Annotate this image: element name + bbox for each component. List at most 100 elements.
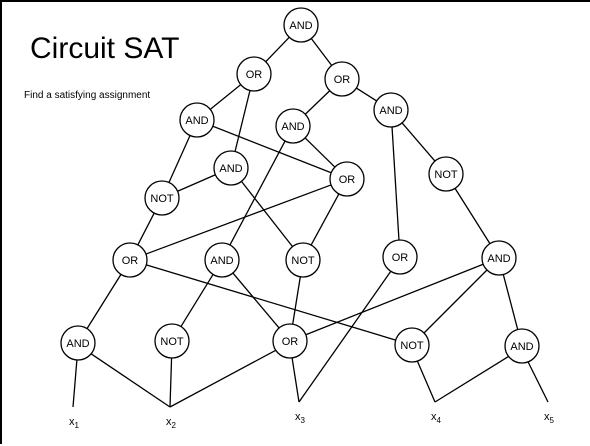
gate-circle (213, 150, 249, 186)
gate-label: AND (219, 163, 242, 175)
gate-and-g_and_3e: AND (481, 240, 517, 276)
wire-g_and_4e-x5 (527, 361, 549, 403)
gate-label: OR (282, 336, 299, 348)
wire-g_and_3b-g_or_4c (232, 272, 280, 329)
gate-label: AND (289, 20, 312, 32)
wire-g_and_4e-x4 (434, 355, 509, 403)
wire-g_and_3e-g_or_4c (305, 263, 484, 336)
wire-g_or_m-g_or_3a (145, 184, 332, 255)
wire-g_not_4d-x4 (416, 360, 436, 403)
gate-not-g_not_r: NOT (428, 156, 464, 192)
gate-circle (60, 325, 96, 361)
gate-label: OR (246, 69, 263, 81)
gate-label: AND (66, 338, 89, 350)
gate-circle (204, 242, 240, 278)
gate-not-g_not_3c: NOT (285, 242, 321, 278)
slide-subtitle: Find a satisfying assignment (24, 90, 151, 101)
wire-g_or_4c-x3 (291, 357, 300, 403)
wire-g_and_c-g_or_m (304, 137, 336, 168)
gate-circle (394, 327, 430, 363)
gate-circle (329, 161, 365, 197)
gate-circle (283, 7, 319, 43)
gate-and-g_and_c: AND (275, 108, 311, 144)
wire-g_and_3b-g_not_4b (180, 274, 214, 327)
gate-circle (144, 180, 180, 216)
slide-title: Circuit SAT (30, 32, 180, 65)
input-label-x1: x1 (69, 416, 80, 430)
wires-layer (72, 36, 549, 408)
gate-and-g_and_d: AND (373, 92, 409, 128)
wire-g_not_r-g_and_3e (454, 188, 491, 244)
gate-label: NOT (150, 193, 174, 205)
gate-label: NOT (434, 169, 458, 181)
wire-g_and_3e-g_and_4e (502, 274, 519, 330)
gate-label: OR (122, 255, 139, 267)
input-label-x2: x2 (166, 416, 177, 430)
gate-not-g_not_4b: NOT (154, 323, 190, 359)
gate-circle (179, 102, 215, 138)
gate-label: AND (379, 105, 402, 117)
wire-g_not_4b-x2 (169, 357, 173, 408)
gate-circle (504, 328, 540, 364)
input-label-x5: x5 (544, 411, 555, 425)
gates-layer: AND OR OR AND AND AND AND OR NOT NOT OR AND NOT OR AND… (60, 7, 540, 364)
wire-g_or_3a-g_not_4d (146, 264, 396, 341)
gate-label: AND (185, 115, 208, 127)
gate-or-g_or_3d: OR (382, 239, 418, 275)
wire-g_and_3e-g_not_4d (423, 269, 488, 334)
wire-g_or_l1-g_and_b (234, 90, 251, 152)
wire-g_and_4a-x1 (72, 359, 78, 408)
gate-circle (154, 323, 190, 359)
gate-label: OR (392, 252, 409, 264)
wire-g_or_r1-g_and_d (356, 87, 377, 102)
wire-g_and_top-g_or_r1 (310, 38, 333, 66)
gate-label: OR (339, 174, 356, 186)
gate-and-g_and_4a: AND (60, 325, 96, 361)
wire-g_and_d-g_not_r (401, 122, 436, 162)
gate-label: AND (487, 253, 510, 265)
wire-g_and_b-g_not_l (177, 174, 216, 192)
wire-g_or_3d-x3 (298, 270, 392, 403)
wire-g_and_c-g_and_3b (229, 140, 286, 246)
gate-label: AND (210, 255, 233, 267)
wire-g_and_a-g_not_l (168, 135, 191, 183)
wire-g_or_4c-x2 (169, 349, 277, 408)
wire-g_not_l-g_or_3a (137, 212, 155, 246)
gate-circle (272, 323, 308, 359)
wire-g_or_3a-g_and_4a (86, 274, 122, 329)
wire-g_and_top-g_or_l1 (265, 36, 290, 63)
gate-or-g_or_l1: OR (236, 56, 272, 92)
gate-label: NOT (160, 336, 184, 348)
wire-g_and_4a-x2 (90, 353, 171, 408)
gate-circle (285, 242, 321, 278)
gate-and-g_and_3b: AND (204, 242, 240, 278)
gate-label: AND (281, 121, 304, 133)
gate-circle (382, 239, 418, 275)
gate-or-g_or_r1: OR (324, 61, 360, 97)
wire-g_or_r1-g_and_c (304, 90, 331, 115)
wire-g_or_l1-g_and_a (209, 84, 242, 110)
gate-circle (112, 242, 148, 278)
gate-or-g_or_3a: OR (112, 242, 148, 278)
gate-and-g_and_b: AND (213, 150, 249, 186)
gate-circle (481, 240, 517, 276)
gate-circle (275, 108, 311, 144)
gate-circle (324, 61, 360, 97)
gate-not-g_not_4d: NOT (394, 327, 430, 363)
wire-g_and_b-g_not_3c (240, 180, 294, 248)
wire-g_and_a-g_or_m (212, 125, 332, 174)
input-label-x3: x3 (295, 411, 306, 425)
gate-circle (373, 92, 409, 128)
gate-circle (428, 156, 464, 192)
gate-or-g_or_m: OR (329, 161, 365, 197)
gate-label: AND (510, 341, 533, 353)
gate-or-g_or_4c: OR (272, 323, 308, 359)
gate-circle (236, 56, 272, 92)
gate-and-g_and_4e: AND (504, 328, 540, 364)
gate-not-g_not_l: NOT (144, 180, 180, 216)
gate-label: NOT (291, 255, 315, 267)
wire-g_or_m-g_not_3c (310, 193, 340, 246)
